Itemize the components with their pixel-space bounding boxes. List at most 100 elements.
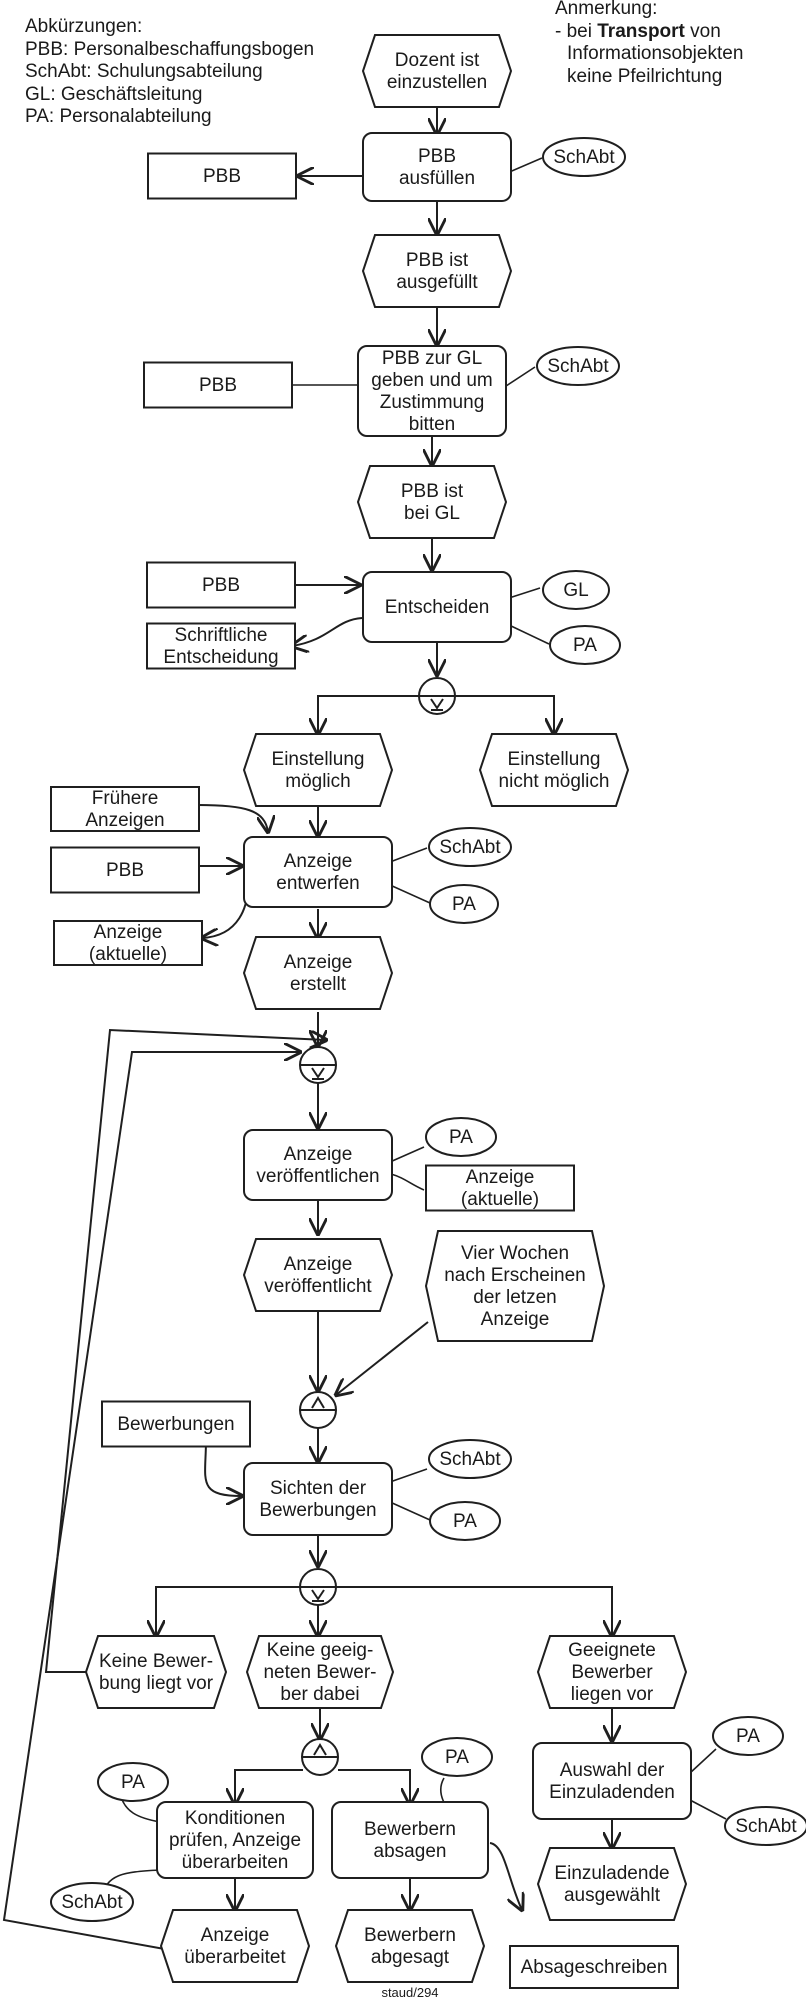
org-unit-o-schabt4: SchAbt bbox=[428, 1439, 512, 1479]
node-label-line: bitten bbox=[409, 414, 455, 435]
node-label-line: ausfüllen bbox=[399, 168, 475, 189]
node-label: Keine geeig-neten Bewer-ber dabei bbox=[263, 1640, 376, 1705]
node-label-line: bei GL bbox=[404, 503, 460, 524]
node-label-line: Sichten der bbox=[270, 1478, 367, 1499]
node-label-line: geben und um bbox=[371, 370, 493, 391]
org-unit-o-pa2: PA bbox=[429, 884, 499, 924]
abbreviation-item: PBB: Personalbeschaffungsbogen bbox=[25, 38, 315, 60]
node-label: PBB bbox=[203, 166, 241, 187]
node-label-line: prüfen, Anzeige bbox=[169, 1830, 301, 1851]
node-label-line: liegen vor bbox=[571, 1684, 654, 1705]
node-label: PA bbox=[452, 894, 476, 915]
org-unit-o-pa1: PA bbox=[549, 625, 621, 665]
info-object-i-pbb4: PBB bbox=[50, 846, 200, 894]
node-label-line: PA bbox=[121, 1772, 145, 1793]
node-label-line: überarbeitet bbox=[184, 1947, 286, 1968]
node-label-line: Anzeige bbox=[466, 1167, 535, 1188]
abbreviations-legend: Abkürzungen: PBB: Personalbeschaffungsbo… bbox=[25, 16, 314, 129]
node-label-line: Keine geeig- bbox=[267, 1640, 374, 1661]
node-label: SchAbt bbox=[735, 1816, 797, 1837]
node-label-line: Schriftliche bbox=[175, 625, 268, 646]
node-label-line: Bewerbungen bbox=[117, 1414, 234, 1435]
info-object-i-applications: Bewerbungen bbox=[101, 1400, 251, 1448]
node-label-line: Anzeige bbox=[201, 1925, 270, 1946]
node-label: Bewerbungen bbox=[117, 1414, 234, 1435]
node-label-line: Anzeige bbox=[94, 922, 163, 943]
abbreviation-item: SchAbt: Schulungsabteilung bbox=[25, 61, 263, 82]
node-label-line: Geeignete bbox=[568, 1640, 656, 1661]
org-unit-o-pa6: PA bbox=[421, 1737, 493, 1777]
node-label-line: SchAbt bbox=[547, 356, 609, 377]
node-label-line: Anzeige bbox=[284, 1144, 353, 1165]
node-label: SchAbt bbox=[547, 356, 609, 377]
node-label-line: Keine Bewer- bbox=[99, 1651, 213, 1672]
node-label-line: Frühere bbox=[92, 788, 159, 809]
node-label-line: PA bbox=[736, 1726, 760, 1747]
connector-xor bbox=[299, 1046, 337, 1084]
info-object-i-pbb1: PBB bbox=[147, 152, 297, 200]
node-label: PA bbox=[573, 635, 597, 656]
node-label-line: SchAbt bbox=[439, 837, 501, 858]
node-label-line: Anzeige bbox=[284, 851, 353, 872]
org-unit-o-pa3: PA bbox=[425, 1117, 497, 1157]
abbreviation-item: GL: Geschäftsleitung bbox=[25, 83, 203, 105]
node-label-line: ausgewählt bbox=[564, 1885, 661, 1906]
node-label: PA bbox=[445, 1747, 469, 1768]
node-label: Anzeige(aktuelle) bbox=[461, 1167, 539, 1210]
node-label: SchAbt bbox=[553, 147, 615, 168]
remark-line-2: Informationsobjekten bbox=[567, 43, 744, 64]
info-object-i-pbb3: PBB bbox=[146, 561, 296, 609]
node-label-line: SchAbt bbox=[439, 1449, 501, 1470]
node-label-line: PA bbox=[449, 1127, 473, 1148]
node-label: PBB bbox=[202, 575, 240, 596]
node-label-line: PBB zur GL bbox=[382, 348, 482, 369]
node-label-line: Entscheiden bbox=[385, 597, 490, 618]
node-label-line: SchAbt bbox=[735, 1816, 797, 1837]
node-label-line: Bewerber bbox=[571, 1662, 653, 1683]
node-label-line: Bewerbungen bbox=[259, 1500, 376, 1521]
connector-and bbox=[299, 1391, 337, 1429]
event-e-no-suitable: Keine geeig-neten Bewer-ber dabei bbox=[245, 1635, 395, 1709]
node-label-line: Einzuladenden bbox=[549, 1782, 675, 1803]
node-label-line: SchAbt bbox=[553, 147, 615, 168]
node-label-line: Bewerbern bbox=[364, 1925, 456, 1946]
node-label-line: Zustimmung bbox=[380, 392, 485, 413]
node-label-line: ber dabei bbox=[280, 1684, 359, 1705]
abbreviations-title: Abkürzungen: bbox=[25, 16, 143, 37]
node-label: PBB bbox=[199, 375, 237, 396]
node-label: SchAbt bbox=[61, 1892, 123, 1913]
node-label-line: PBB bbox=[199, 375, 237, 396]
info-object-i-ad-current1: Anzeige(aktuelle) bbox=[53, 920, 203, 966]
node-label-line: GL bbox=[563, 580, 588, 601]
node-label-line: PA bbox=[573, 635, 597, 656]
node-label-line: Bewerbern bbox=[364, 1819, 456, 1840]
node-label-line: Dozent ist bbox=[395, 50, 480, 71]
event-e-no-applications: Keine Bewer-bung liegt vor bbox=[84, 1635, 228, 1709]
org-unit-o-schabt6: SchAbt bbox=[724, 1806, 806, 1846]
node-label-line: überarbeiten bbox=[182, 1852, 289, 1873]
node-label: GL bbox=[563, 580, 588, 601]
